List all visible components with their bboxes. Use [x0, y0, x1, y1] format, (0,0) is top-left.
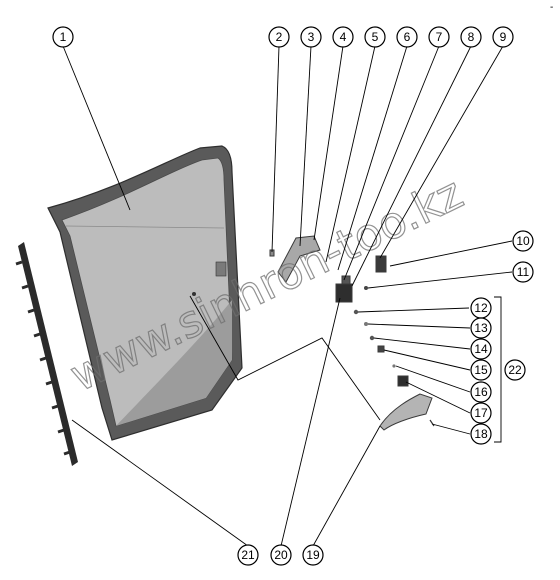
svg-text:7: 7 — [436, 30, 443, 44]
callout-9: 9 — [492, 26, 514, 48]
callout-17: 17 — [470, 402, 492, 424]
callout-7: 7 — [428, 26, 450, 48]
svg-text:21: 21 — [241, 548, 255, 562]
callout-16: 16 — [470, 381, 492, 403]
callout-4: 4 — [332, 26, 354, 48]
svg-text:11: 11 — [517, 265, 530, 279]
callout-6: 6 — [396, 26, 418, 48]
callout-19: 19 — [302, 544, 324, 566]
callout-11: 11 — [512, 261, 534, 283]
svg-text:20: 20 — [274, 548, 288, 562]
callout-14: 14 — [470, 338, 492, 360]
callout-2: 2 — [268, 26, 290, 48]
corner-mark: - — [550, 2, 553, 13]
svg-text:8: 8 — [468, 30, 475, 44]
callout-18: 18 — [470, 423, 492, 445]
svg-text:18: 18 — [474, 427, 488, 441]
callout-10: 10 — [512, 230, 534, 252]
svg-text:16: 16 — [474, 385, 488, 399]
svg-text:14: 14 — [474, 342, 488, 356]
svg-text:12: 12 — [474, 301, 488, 315]
callout-1: 1 — [52, 26, 74, 48]
callout-3: 3 — [300, 26, 322, 48]
callout-15: 15 — [470, 359, 492, 381]
svg-text:17: 17 — [474, 406, 488, 420]
svg-text:5: 5 — [372, 30, 379, 44]
seal-strip — [15, 242, 78, 466]
svg-text:6: 6 — [404, 30, 411, 44]
callout-12: 12 — [470, 297, 492, 319]
svg-text:19: 19 — [306, 548, 320, 562]
svg-text:3: 3 — [308, 30, 315, 44]
callout-20: 20 — [270, 544, 292, 566]
svg-text:10: 10 — [516, 234, 530, 248]
control-rod — [189, 295, 381, 421]
callout-21: 21 — [237, 544, 259, 566]
callout-5: 5 — [364, 26, 386, 48]
callout-13: 13 — [470, 317, 492, 339]
svg-text:15: 15 — [474, 363, 488, 377]
callout-8: 8 — [460, 26, 482, 48]
svg-text:9: 9 — [500, 30, 507, 44]
svg-text:22: 22 — [508, 363, 522, 377]
svg-text:1: 1 — [60, 30, 67, 44]
door-frame — [47, 145, 243, 441]
svg-text:13: 13 — [474, 321, 488, 335]
small-parts — [269, 235, 435, 431]
svg-text:2: 2 — [276, 30, 283, 44]
leader-lines — [62, 45, 513, 547]
svg-text:4: 4 — [340, 30, 347, 44]
callout-22: 22 — [504, 359, 526, 381]
